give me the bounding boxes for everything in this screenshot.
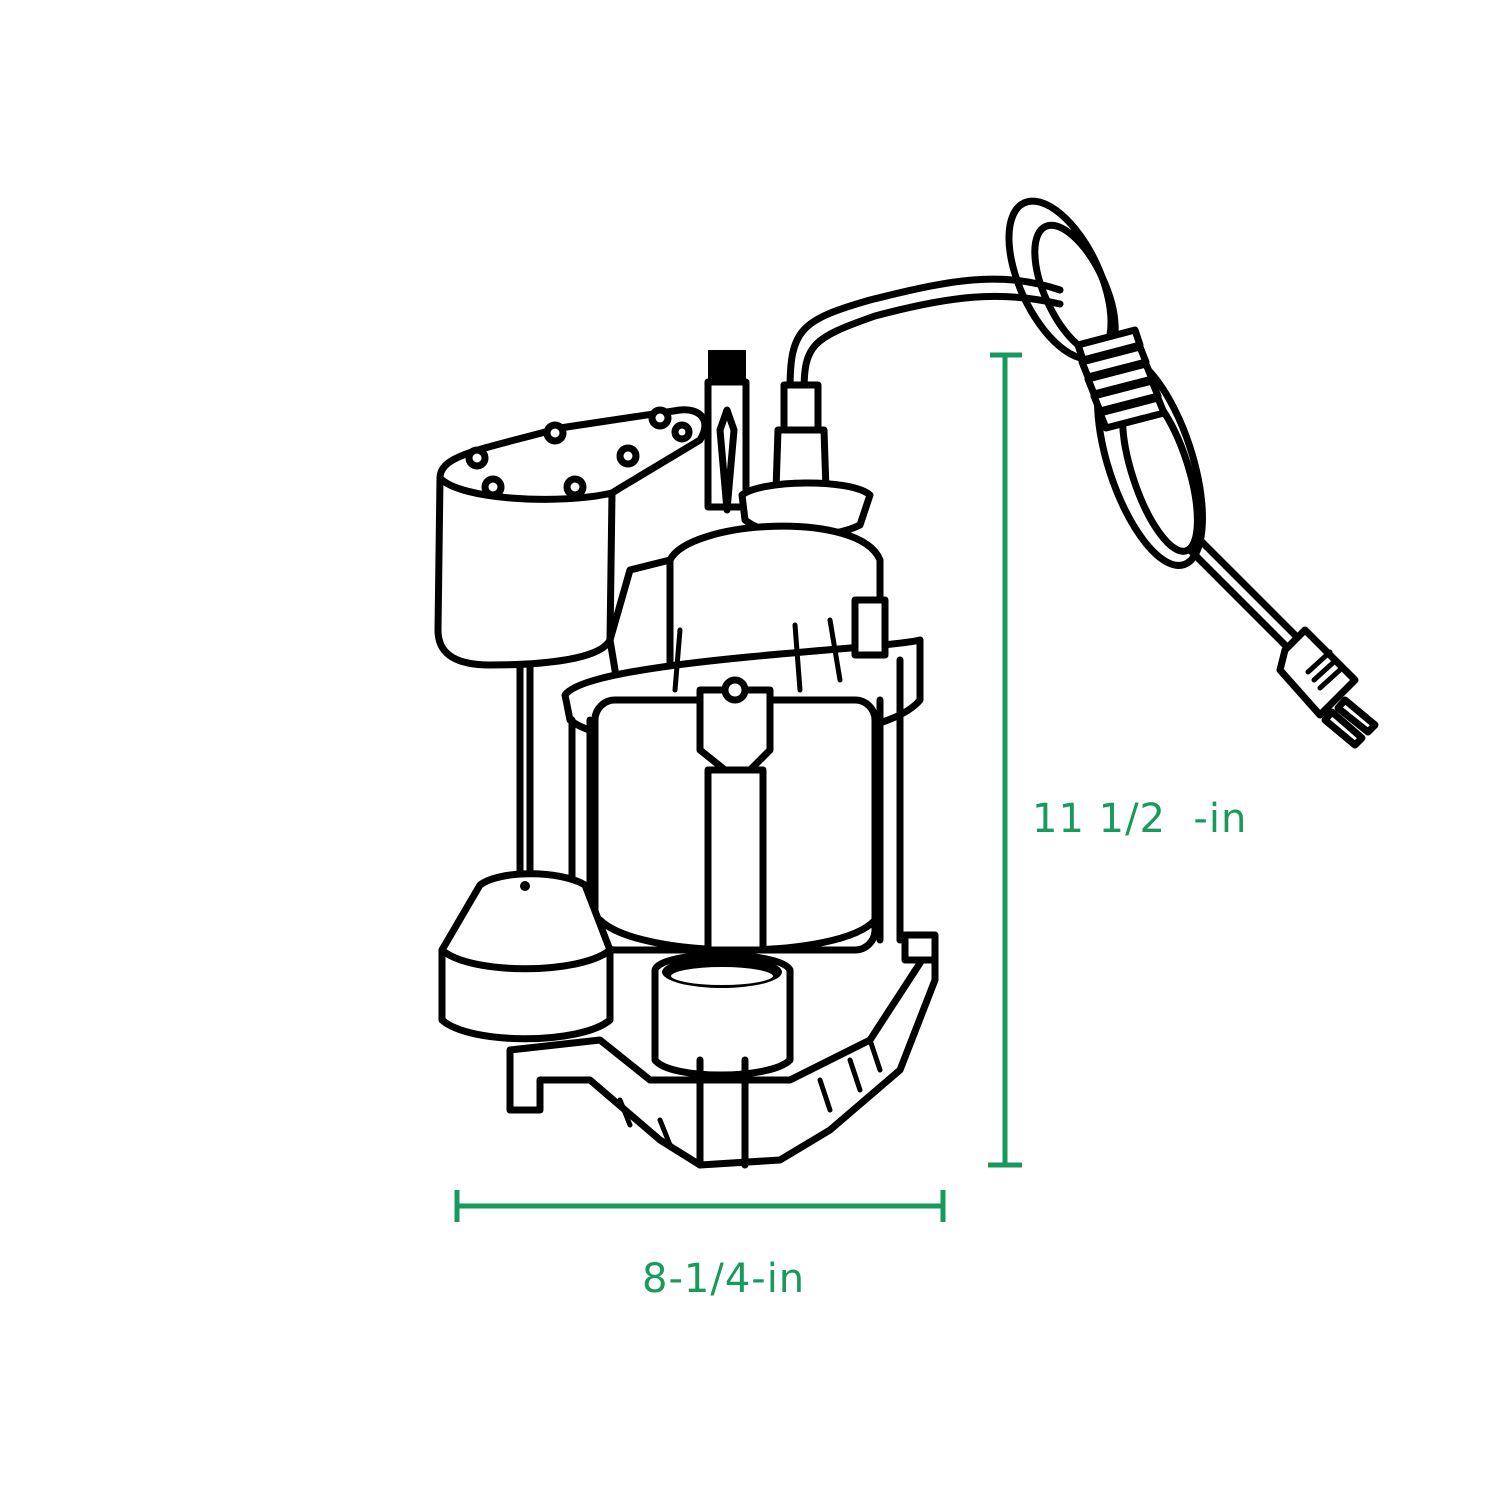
discharge-port xyxy=(651,951,794,1079)
height-dimension-line xyxy=(988,352,1022,1168)
float xyxy=(438,661,614,1043)
width-dimension-line xyxy=(454,1190,946,1222)
top-fittings xyxy=(704,350,874,540)
switch-housing xyxy=(434,406,709,669)
base xyxy=(506,931,939,1169)
motor-housing xyxy=(561,522,924,954)
power-cord xyxy=(786,197,1304,654)
plug xyxy=(1276,626,1379,749)
height-dimension-label: 11 1/2 -in xyxy=(1032,796,1248,842)
width-dimension-label: 8-1/4-in xyxy=(642,1256,806,1302)
